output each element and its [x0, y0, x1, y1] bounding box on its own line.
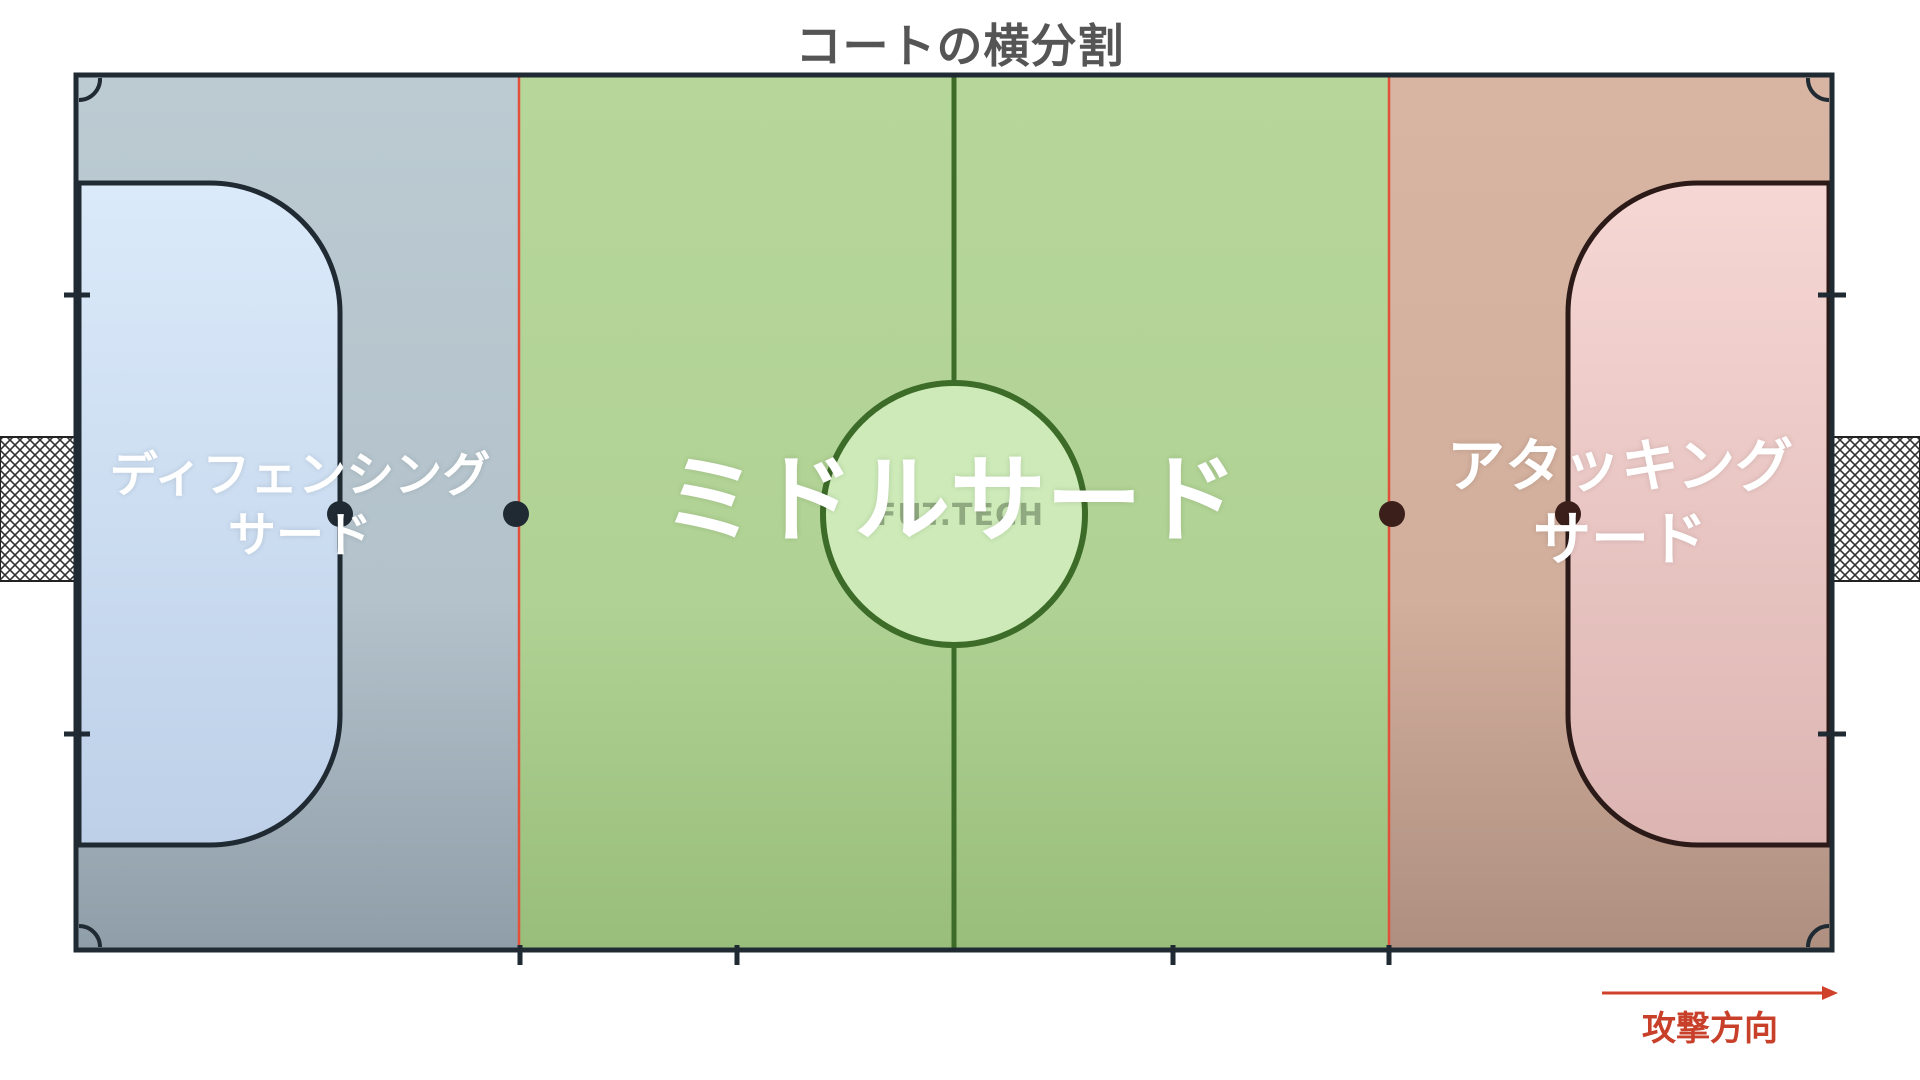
watermark-logo: FUT.TECH	[875, 498, 1045, 533]
second-penalty-spot-left	[503, 501, 529, 527]
defending-third-label-line1: ディフェンシング	[109, 447, 491, 503]
defending-third-label-line2: サード	[227, 507, 372, 563]
court-tick-marks	[64, 292, 1846, 965]
attacking-penalty-area	[1565, 180, 1832, 848]
defending-third-label: ディフェンシング サード	[100, 445, 500, 565]
page-title: コートの横分割	[795, 19, 1125, 73]
attacking-third-label: アタッキング サード	[1410, 430, 1830, 575]
right-goal-net	[1831, 436, 1920, 582]
penalty-spot-right	[1555, 501, 1581, 527]
center-circle	[820, 380, 1088, 648]
attack-direction-indicator: 攻撃方向	[1600, 985, 1840, 1049]
corner-arc-top-right	[1806, 77, 1830, 103]
arrow-right-icon	[1602, 986, 1838, 1000]
corner-arc-top-left	[78, 77, 102, 103]
middle-third-label: ミドルサード	[662, 444, 1238, 556]
attacking-third-label-line2: サード	[1532, 504, 1707, 573]
defending-penalty-area	[76, 180, 343, 848]
attacking-third-label-line1: アタッキング	[1446, 432, 1794, 500]
second-penalty-spot-right	[1379, 501, 1405, 527]
court-boundary	[73, 72, 1835, 953]
attack-direction-label: 攻撃方向	[1642, 1009, 1778, 1049]
corner-arc-bottom-right	[1806, 924, 1830, 948]
corner-arc-bottom-left	[78, 924, 102, 948]
penalty-spot-left	[327, 501, 353, 527]
left-goal-net	[0, 436, 77, 582]
